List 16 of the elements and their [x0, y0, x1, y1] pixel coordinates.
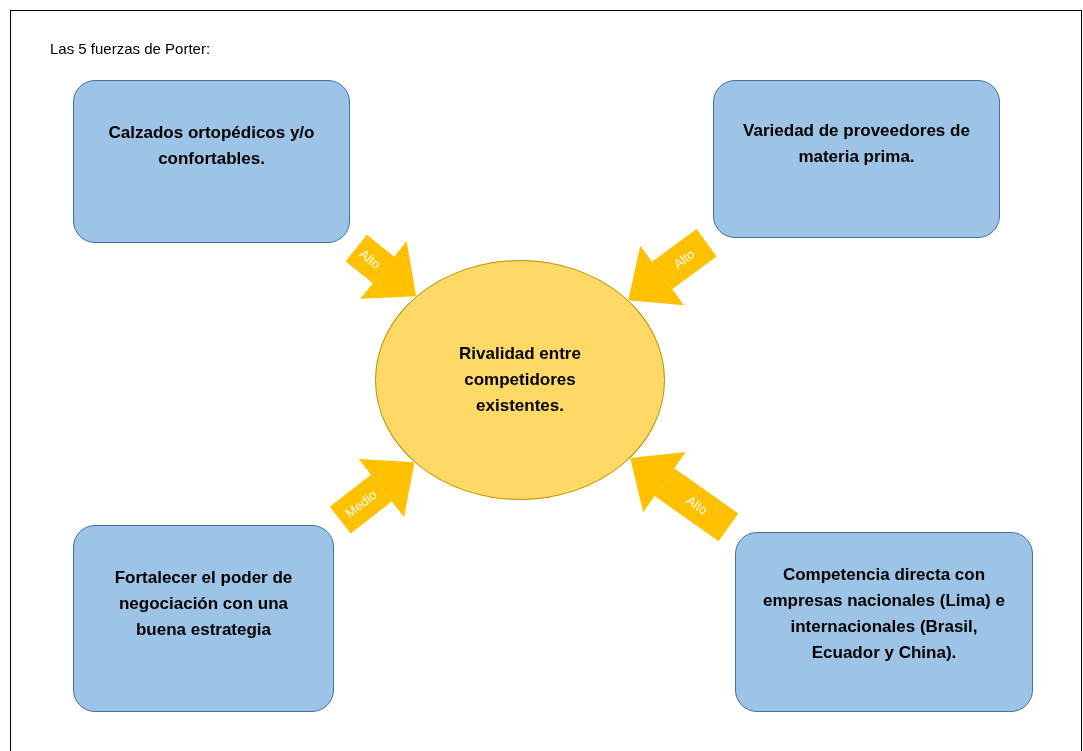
rounded-box: [713, 80, 1000, 238]
edge-label: Alto: [671, 247, 698, 271]
rounded-box: [73, 525, 334, 712]
edge-label: Alto: [357, 246, 383, 272]
node-text: Variedad de proveedores de materia prima.: [742, 120, 971, 168]
node-text: Rivalidad entre competidores existentes.: [458, 343, 582, 417]
edge-label: Alto: [683, 493, 710, 517]
block-arrow: [345, 234, 417, 299]
diagram-title: Las 5 fuerzas de Porter:: [50, 39, 211, 59]
node-text: Fortalecer el poder de negociación con una buena estrategia: [113, 566, 294, 641]
node-text: Competencia directa con empresas nacionales (Lima) e internacionales (Brasil, Ecuador y China).: [762, 564, 1006, 664]
node-text: Calzados ortopédicos y/o confortables.: [107, 121, 316, 170]
rounded-box: [735, 532, 1033, 712]
block-arrow: [630, 452, 739, 542]
block-arrow: [628, 229, 717, 306]
rounded-box: [73, 80, 350, 243]
